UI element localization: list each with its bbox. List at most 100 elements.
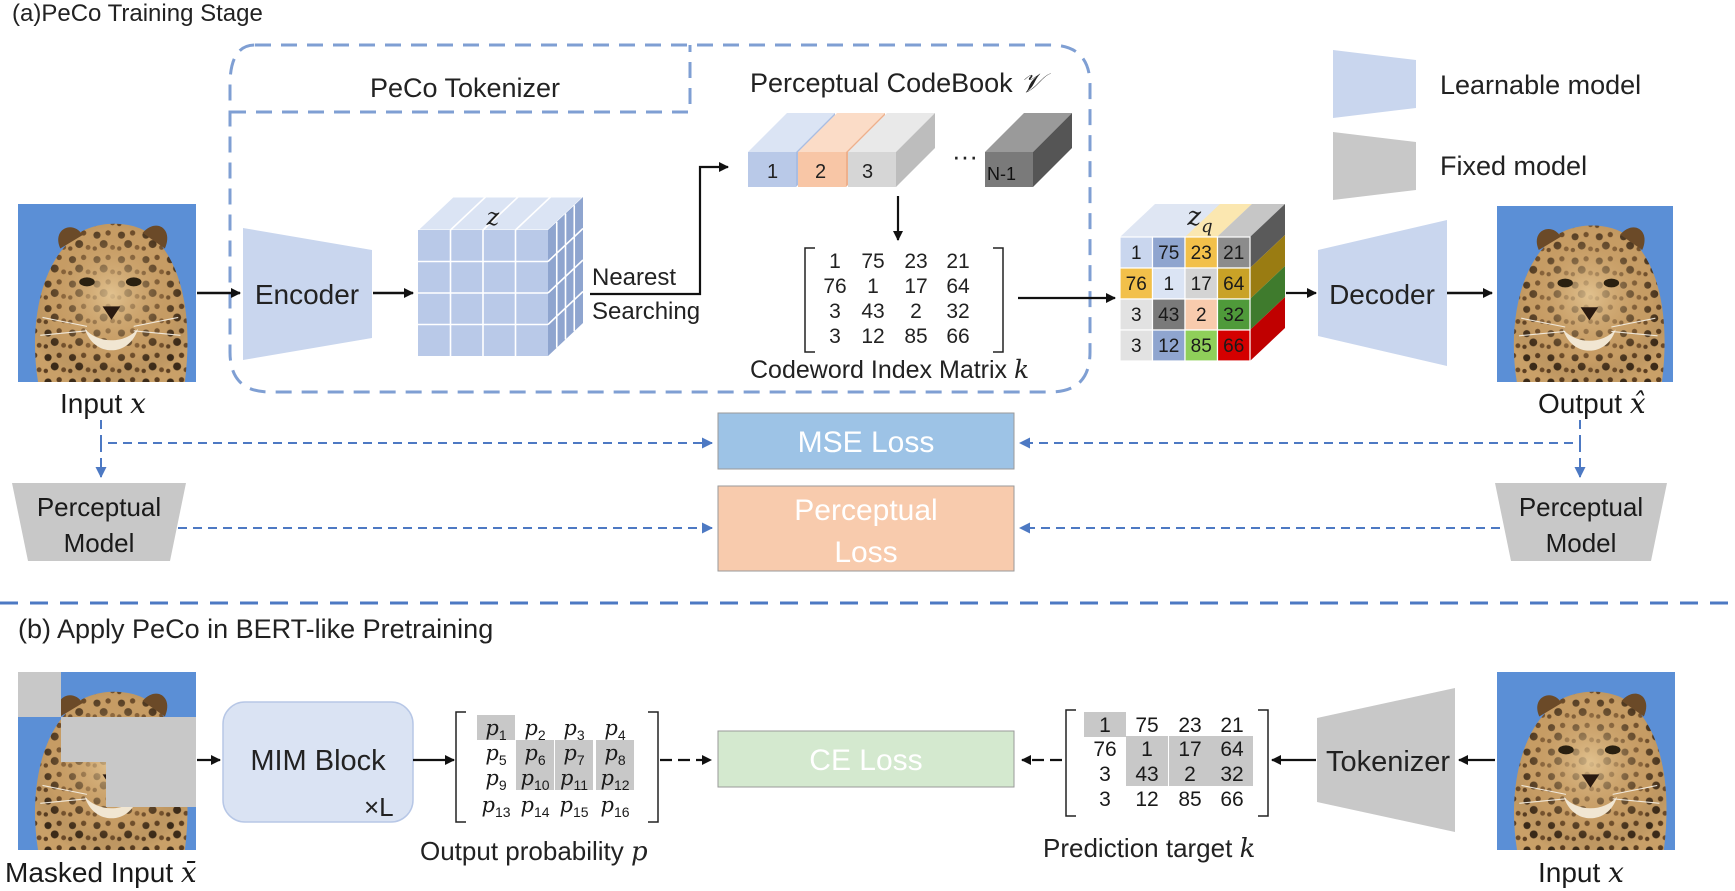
prob-cell: p13 (481, 793, 510, 820)
zq-cell-value: 3 (1131, 336, 1142, 357)
encoder-label: Encoder (255, 279, 359, 310)
input-image-a (18, 204, 196, 382)
index-matrix-bracket-right (993, 247, 1004, 353)
perceptual-loss-box (717, 485, 1015, 572)
target-cell: 23 (1178, 714, 1201, 737)
decoder-shape (1318, 220, 1447, 366)
prob-cell: p6 (524, 741, 545, 768)
prob-mask-cell (516, 765, 554, 790)
prob-cell: p8 (604, 741, 625, 768)
target-mask-cell (1126, 736, 1168, 761)
prob-cell: p1 (485, 716, 506, 743)
prob-caption: Output probability p (420, 836, 648, 867)
zq-cell-value: 17 (1191, 274, 1212, 295)
dash-output-mse (1019, 420, 1581, 449)
zq-cell (1119, 236, 1154, 269)
searching-label: Searching (592, 298, 700, 325)
prob-cell: p16 (600, 793, 629, 820)
prob-mask-cell (555, 765, 593, 790)
zq-cell (1151, 267, 1186, 300)
index-matrix-cell: 17 (904, 275, 927, 298)
legend-fixed-label: Fixed model (1440, 151, 1587, 181)
zq-cell-value: 76 (1126, 274, 1147, 295)
zq-cell (1119, 329, 1154, 362)
target-cell: 75 (1135, 714, 1158, 737)
index-matrix-cell: 2 (910, 300, 922, 323)
index-matrix-caption: Codeword Index Matrix k (750, 355, 1029, 384)
zq-cell (1216, 298, 1251, 331)
zq-cell-value: 32 (1223, 305, 1244, 326)
prob-cell: p12 (600, 766, 629, 793)
perceptual-loss-line2: Loss (834, 536, 897, 569)
target-matrix-bracket-right (1258, 709, 1269, 817)
mask-patch-1 (18, 672, 61, 717)
target-cell: 12 (1135, 788, 1158, 811)
decoder-label: Decoder (1329, 279, 1435, 310)
prob-mask-cell (596, 740, 634, 765)
svg-text:3: 3 (862, 161, 873, 183)
target-cell: 1 (1099, 714, 1111, 737)
input-label-a: Input x (60, 387, 146, 420)
perceptual-model-left-line2: Model (64, 528, 135, 558)
target-cell: 64 (1220, 738, 1244, 761)
index-matrix-cell: 66 (946, 325, 969, 348)
tokenizer-b-shape (1317, 688, 1455, 832)
legend-fixed-swatch (1333, 132, 1416, 200)
index-matrix-cell: 64 (946, 275, 970, 298)
output-image (1496, 206, 1674, 382)
masked-input-image (18, 672, 196, 850)
index-matrix-cell: 1 (867, 275, 879, 298)
prob-cell: p14 (520, 793, 549, 820)
zq-cell-value: 66 (1223, 336, 1244, 357)
prob-mask-cell (477, 715, 515, 740)
zq-cell-value: 23 (1191, 243, 1212, 264)
prob-cell: p10 (520, 766, 549, 793)
zq-cell-value: 64 (1223, 274, 1245, 295)
target-mask-cell (1211, 736, 1253, 761)
target-caption: Prediction target k (1043, 833, 1255, 864)
target-cell: 17 (1178, 738, 1201, 761)
svg-text:2: 2 (815, 161, 826, 183)
target-cell: 1 (1141, 738, 1153, 761)
zq-cell (1216, 329, 1251, 362)
zq-cell (1151, 236, 1186, 269)
zq-cell-value: 85 (1191, 336, 1212, 357)
index-matrix-cell: 12 (861, 325, 884, 348)
prob-cell: p15 (559, 793, 588, 820)
target-mask-cell (1169, 736, 1211, 761)
zq-side-row2 (1250, 235, 1285, 299)
legend-learnable-swatch (1333, 50, 1416, 118)
target-cell: 85 (1178, 788, 1201, 811)
zq-cell (1119, 267, 1154, 300)
codebook-entry-n-1: N-1 (985, 113, 1072, 187)
zq-cell-value: 2 (1196, 305, 1207, 326)
zq-cell (1184, 329, 1219, 362)
perceptual-model-left-line1: Perceptual (37, 492, 161, 522)
prob-cell: p11 (560, 766, 588, 793)
encoder-shape (243, 228, 372, 360)
zq-cell (1184, 236, 1219, 269)
zq-cell-value: 1 (1131, 243, 1142, 264)
index-matrix-bracket-left (804, 247, 815, 353)
prob-matrix-bracket-left (455, 711, 466, 823)
zq-cell (1216, 267, 1251, 300)
mse-loss-label: MSE Loss (798, 426, 935, 459)
zq-cell (1184, 298, 1219, 331)
prob-mask-cell (516, 740, 554, 765)
index-matrix-cell: 23 (904, 250, 927, 273)
tokenizer-b-label: Tokenizer (1326, 746, 1450, 778)
codebook-entry-3: 3 (848, 113, 935, 187)
input-label-b: Input x (1538, 856, 1624, 889)
target-matrix-bracket-left (1065, 709, 1076, 817)
prob-mask-cell (555, 740, 593, 765)
index-matrix-cell: 75 (861, 250, 884, 273)
target-cell: 3 (1099, 763, 1111, 786)
target-cell: 3 (1099, 788, 1111, 811)
codebook-ellipsis: ··· (952, 141, 978, 171)
input-image-b (1497, 672, 1675, 850)
index-matrix-cell: 85 (904, 325, 927, 348)
mask-patch-2 (61, 717, 196, 762)
index-matrix-cell: 21 (946, 250, 969, 273)
prob-cell: p9 (485, 766, 506, 793)
